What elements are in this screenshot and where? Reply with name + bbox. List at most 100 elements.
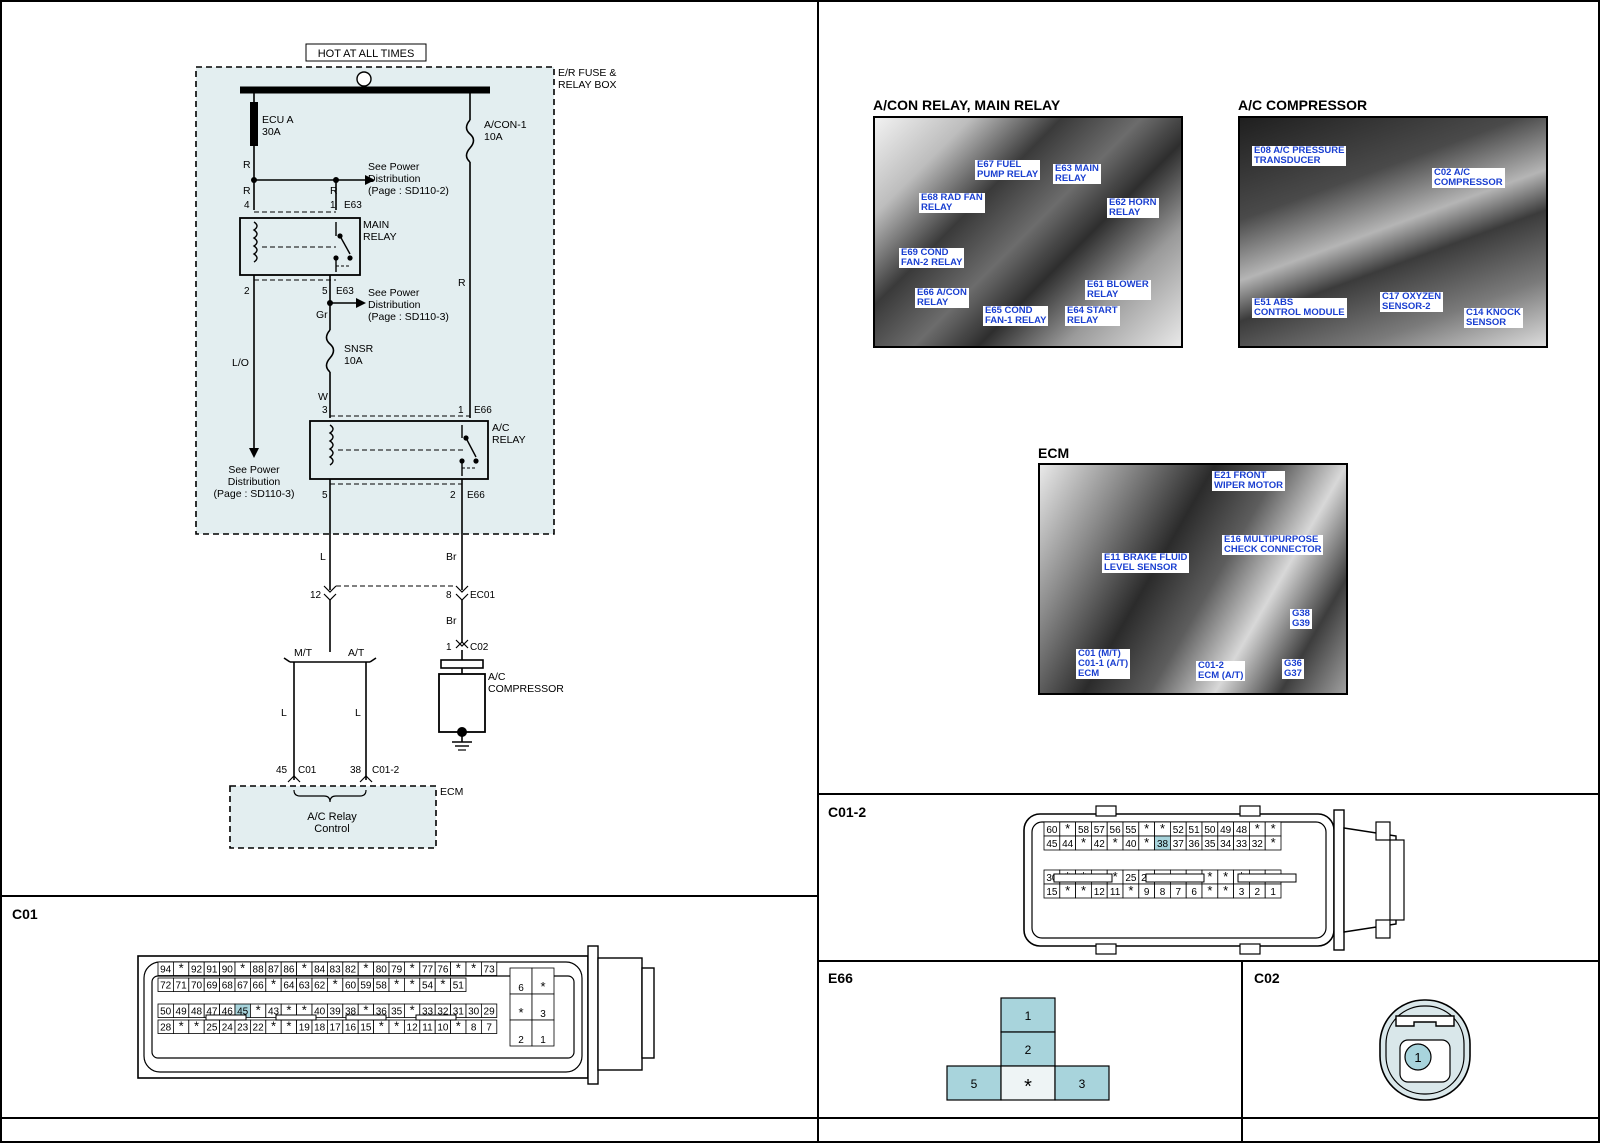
connector-pin-label: 30 [468, 1007, 480, 1018]
fuse-acon-label: A/CON-1 [484, 119, 527, 131]
connector-pin-label: 55 [1125, 825, 1137, 836]
connector-pin-label: 64 [283, 981, 295, 992]
connector-pin-label: 10 [437, 1023, 449, 1034]
connector-title-c01: C01 [12, 906, 38, 922]
connector-pin-label: * [302, 961, 307, 976]
connector-pin-label: 19 [299, 1023, 311, 1034]
connector-pin-label: 48 [1236, 825, 1248, 836]
connector-pin-label: 37 [1173, 839, 1185, 850]
connector-pin-label: 12 [407, 1023, 419, 1034]
see-power-1c: (Page : SD110-2) [368, 185, 449, 197]
connector-pin-label: 44 [1062, 839, 1074, 850]
connector-pin-label: * [1065, 821, 1070, 836]
fuse-ecu-rating: 30A [262, 126, 281, 138]
connector-pin-label: 46 [222, 1007, 234, 1018]
connector-pin-label: 29 [484, 1007, 496, 1018]
connector-pin-label: 3 [540, 1009, 546, 1020]
pin-2: 2 [244, 286, 250, 297]
connector-pin-label: 12 [1094, 887, 1106, 898]
pin-5: 5 [322, 286, 328, 297]
connector-pin-label: * [333, 977, 338, 992]
see-power-2a: See Power [368, 287, 420, 299]
connector-e66: 1 2 5 * 3 [946, 997, 1110, 1101]
connector-pin-label: 49 [1220, 825, 1232, 836]
pin-3: 3 [322, 405, 328, 416]
ecm-box-label-2: Control [314, 823, 349, 835]
connector-pin-label: * [410, 961, 415, 976]
connector-pin-label: 77 [422, 965, 434, 976]
connector-pin-label: 72 [160, 981, 172, 992]
wire-color-br2: Br [446, 615, 457, 627]
connector-pin-label: 87 [268, 965, 280, 976]
wire-color-l3: L [355, 707, 361, 719]
connector-pin-label: 49 [176, 1007, 188, 1018]
see-power-2b: Distribution [368, 299, 421, 311]
pin-4: 4 [244, 200, 250, 211]
fusebox-label-1: E/R FUSE & [558, 67, 616, 79]
connector-pin-label: 2 [1255, 887, 1261, 898]
connector-title-c01-2: C01-2 [828, 804, 867, 820]
connector-pin-label: 3 [1239, 887, 1245, 898]
connector-pin-label: 43 [268, 1007, 280, 1018]
connector-pin-label: 15 [360, 1023, 372, 1034]
connector-pin-label: 33 [422, 1007, 434, 1018]
connector-pin-label: * [456, 1019, 461, 1034]
connector-pin-label: * [1207, 869, 1212, 884]
wire-color-br1: Br [446, 551, 457, 563]
connector-pin-label: 40 [1125, 839, 1137, 850]
connector-pin [1264, 835, 1282, 851]
hot-at-all-times-label: HOT AT ALL TIMES [318, 48, 415, 60]
connector-pin-label: * [540, 979, 545, 994]
see-power-3b: Distribution [228, 476, 281, 488]
connector-pin-label: * [410, 1003, 415, 1018]
ac-compressor-icon [438, 673, 486, 733]
connector-pin-label: * [1207, 883, 1212, 898]
connector-pin-label: * [271, 1019, 276, 1034]
connector-pin-label: 70 [191, 981, 203, 992]
connector-pin-label: * [1081, 835, 1086, 850]
connector-pin-label: 17 [330, 1023, 342, 1034]
connector-pin-label: 83 [330, 965, 342, 976]
c02-pin-1: 1 [1414, 1050, 1421, 1065]
pin-8: 8 [446, 590, 452, 601]
main-relay-label-1: MAIN [363, 219, 389, 231]
connector-pin-label: 28 [160, 1023, 172, 1034]
connector-pin-label: * [363, 1003, 368, 1018]
connector-pin [450, 977, 467, 992]
connector-pin-label: 34 [1220, 839, 1232, 850]
connector-pin-label: 30 [1046, 873, 1058, 884]
connector-pin [480, 1019, 498, 1034]
connector-pin-label: * [456, 961, 461, 976]
ac-compressor-label-1: A/C [488, 671, 506, 683]
see-power-2c: (Page : SD110-3) [368, 311, 449, 323]
e66-pin-blank: * [1024, 1076, 1032, 1098]
connector-pin-label: 63 [299, 981, 311, 992]
ecu-a-fuse-icon [250, 102, 258, 146]
connector-pin-label: 52 [1173, 825, 1185, 836]
pin-1b: 1 [458, 405, 464, 416]
e66-pin-3: 3 [1079, 1077, 1086, 1091]
fuse-snsr-rating: 10A [344, 355, 363, 367]
connector-pin-label: 50 [1204, 825, 1216, 836]
at-label: A/T [348, 647, 365, 659]
photo-title-ecm: ECM [1038, 445, 1070, 461]
connector-pin-label: 33 [1236, 839, 1248, 850]
connector-pin [1264, 883, 1282, 899]
connector-pin-label: 15 [1046, 887, 1058, 898]
connector-pin-label: 24 [222, 1023, 234, 1034]
connector-pin-label: * [1065, 883, 1070, 898]
connector-pin-label: * [410, 977, 415, 992]
